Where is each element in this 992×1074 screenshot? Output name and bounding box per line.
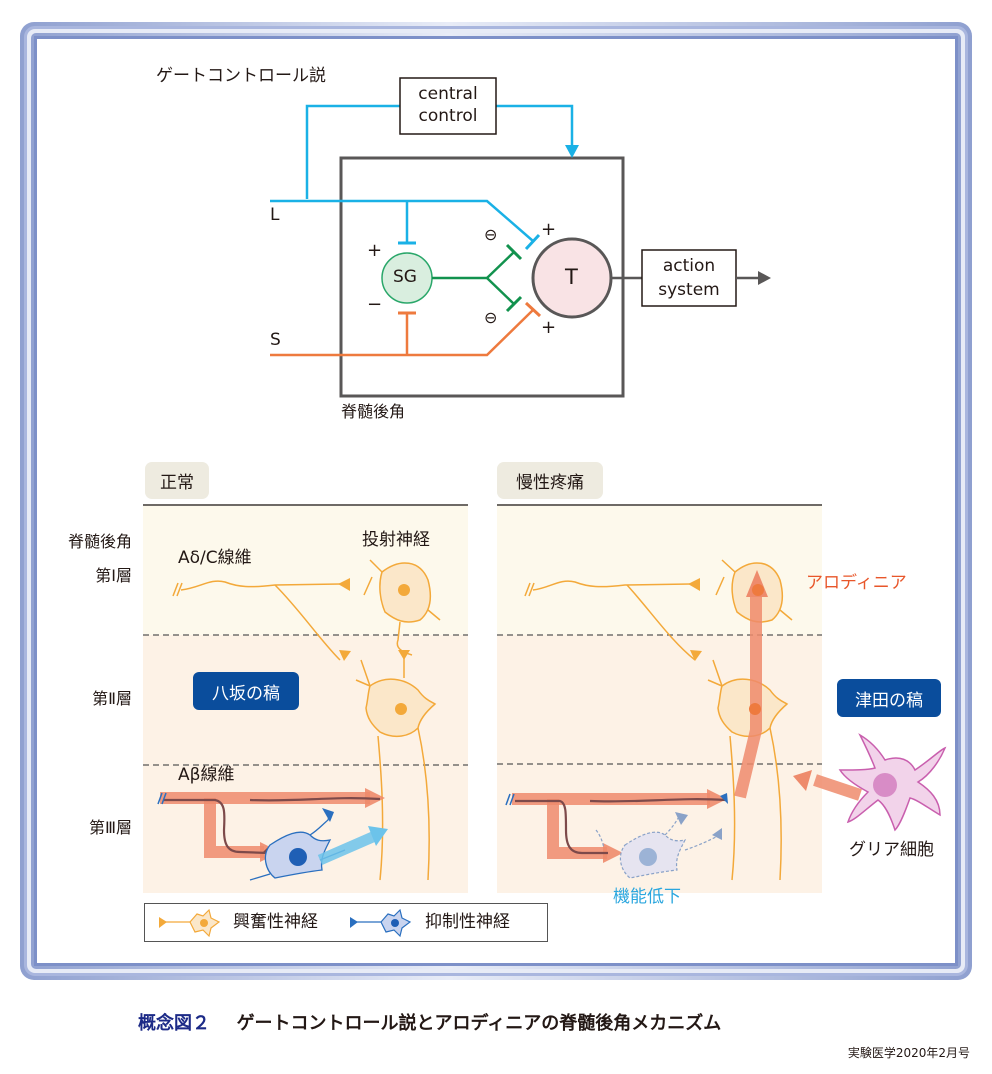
S-fiber-line (270, 309, 534, 357)
allodynia-pathway-arrow (734, 570, 768, 799)
central-control-to-t-line (496, 104, 574, 148)
action-output-arrowhead (758, 271, 771, 285)
frame-glow (26, 28, 966, 974)
SG-inhib-bottom-line (486, 277, 515, 305)
dorsal-horn-label: 脊髄後角 (341, 402, 406, 421)
inhibition-bottom-sign: ⊖ (484, 308, 498, 327)
input-S-label: S (270, 330, 281, 350)
tab-normal: 正常 (145, 462, 209, 499)
sg-plus-sign: + (367, 240, 383, 261)
frame-ring (24, 26, 968, 976)
SG-inhib-top-bar (505, 243, 523, 261)
normal-layer2-synapse-b (398, 650, 410, 660)
t-label: T (565, 265, 578, 289)
normal-ad-c-fiber (172, 580, 341, 661)
excitatory-neuron-icon (159, 908, 221, 938)
layer-region-label: 脊髄後角 (67, 532, 132, 551)
central-control-arrowhead (565, 145, 579, 158)
SG-inhib-bottom-bar (505, 295, 523, 313)
hypofunction-label: 機能低下 (613, 887, 681, 907)
inhibition-top-sign: ⊖ (484, 225, 498, 244)
L-fiber-line (270, 199, 534, 242)
gate-control-title: ゲートコントロール説 (156, 66, 326, 86)
ab-fiber-label: Aβ線維 (178, 765, 235, 785)
layer3-label: 第Ⅲ層 (88, 818, 132, 837)
normal-projection-neuron (363, 559, 441, 656)
yasaka-article-badge: 八坂の稿 (193, 672, 299, 710)
layer1-label: 第Ⅰ層 (95, 566, 132, 585)
figure-number: 概念図２ (138, 1013, 210, 1034)
SG-inhib-top-line (486, 251, 515, 279)
normal-layer2-neuron (355, 658, 437, 881)
central-control-label-line2: control (418, 106, 478, 126)
t-plus-bottom-sign: + (541, 317, 557, 338)
ad-c-fiber-label: Aδ/C線維 (178, 548, 252, 568)
tab-chronic-pain-label: 慢性疼痛 (516, 473, 584, 493)
central-control-feed-line (305, 104, 400, 199)
hypofunctional-interneuron (595, 812, 722, 879)
action-system-label-line2: system (658, 280, 720, 300)
tab-normal-label: 正常 (160, 473, 194, 493)
projection-neuron-label: 投射神経 (362, 530, 430, 550)
glia-cell-label: グリア細胞 (849, 840, 934, 860)
chronic-ad-c-fiber (524, 580, 696, 661)
normal-ad-c-terminal (338, 578, 350, 591)
normal-layer2-synapse-a (339, 650, 351, 661)
normal-inhibitory-output-arrow (317, 826, 388, 866)
S-fiber-t-bar (524, 301, 542, 318)
yasaka-article-badge-label: 八坂の稿 (212, 683, 280, 704)
tab-chronic-pain: 慢性疼痛 (497, 462, 603, 499)
chronic-ab-pathway (505, 789, 728, 863)
chronic-ad-c-terminal (688, 578, 700, 591)
source-citation: 実験医学2020年2月号 (847, 1046, 970, 1060)
tsuda-article-badge: 津田の稿 (837, 679, 941, 717)
glia-cell (838, 733, 947, 832)
input-L-label: L (270, 205, 280, 225)
t-plus-top-sign: + (541, 219, 557, 240)
glia-arrow (793, 770, 862, 801)
central-control-label-line1: central (418, 84, 478, 104)
L-fiber-t-inhib-bar (524, 233, 541, 251)
central-control-box (399, 77, 497, 135)
legend-icons (159, 908, 412, 938)
allodynia-label: アロディニア (806, 573, 907, 593)
action-system-label-line1: action (662, 256, 716, 276)
layer2-label: 第Ⅱ層 (92, 689, 132, 708)
inhibitory-neuron-icon (350, 908, 412, 938)
legend: 興奮性神経 抑制性神経 (144, 903, 548, 942)
legend-inhibitory-label: 抑制性神経 (425, 912, 510, 932)
sg-minus-sign: − (367, 294, 383, 315)
tsuda-article-badge-label: 津田の稿 (855, 690, 923, 711)
figure-caption: 概念図２ ゲートコントロール説とアロディニアの脊髄後角メカニズム (138, 1015, 721, 1033)
figure-caption-text: ゲートコントロール説とアロディニアの脊髄後角メカニズム (236, 1013, 722, 1034)
sg-label: SG (393, 267, 417, 287)
chronic-layer2-synapse (690, 650, 702, 661)
legend-excitatory-label: 興奮性神経 (233, 912, 318, 932)
